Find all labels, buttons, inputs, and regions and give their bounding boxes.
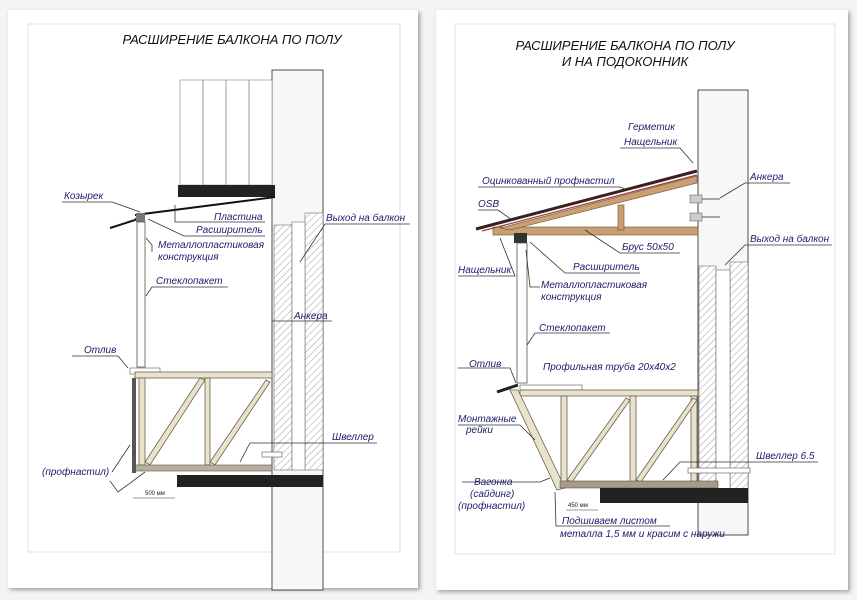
label-metall-1: Металлопластиковая bbox=[158, 240, 265, 251]
label-shveller-r: Швеллер 6.5 bbox=[756, 451, 815, 462]
right-title-1: РАСШИРЕНИЕ БАЛКОНА ПО ПОЛУ bbox=[516, 38, 737, 53]
label-steklopaket: Стеклопакет bbox=[156, 276, 223, 287]
label-truba: Профильная труба 20х40х2 bbox=[543, 361, 676, 373]
label-germetik: Герметик bbox=[628, 122, 676, 133]
label-osb: OSB bbox=[478, 199, 499, 210]
label-rasshiritel: Расширитель bbox=[196, 225, 263, 236]
label-otliv-r: Отлив bbox=[469, 359, 501, 370]
label-ankera: Анкера bbox=[293, 311, 328, 322]
label-vagonka-3: (профнастил) bbox=[458, 500, 525, 512]
label-kozyrek: Козырек bbox=[64, 191, 104, 202]
label-vagonka-1: Вагонка bbox=[474, 477, 513, 488]
label-nashchelnik-top: Нащельник bbox=[624, 137, 678, 148]
label-plastina: Пластина bbox=[214, 212, 263, 223]
right-title-2: И НА ПОДОКОННИК bbox=[562, 54, 690, 69]
label-brus: Брус 50х50 bbox=[622, 242, 674, 253]
left-panel: РАСШИРЕНИЕ БАЛКОНА ПО ПОЛУ 500 мм Козыре… bbox=[8, 10, 418, 591]
label-vagonka-2: (сайдинг) bbox=[470, 489, 514, 500]
label-nashchelnik-left: Нащельник bbox=[458, 265, 512, 276]
label-profnastil: (профнастил) bbox=[42, 466, 109, 478]
label-montazh-2: рейки bbox=[465, 425, 493, 436]
left-title: РАСШИРЕНИЕ БАЛКОНА ПО ПОЛУ bbox=[123, 32, 344, 47]
label-metall-r-2: конструкция bbox=[541, 292, 602, 303]
label-otliv: Отлив bbox=[84, 345, 116, 356]
left-dimension: 500 мм bbox=[145, 491, 165, 497]
label-montazh-1: Монтажные bbox=[458, 414, 517, 425]
label-vyhod-r: Выход на балкон bbox=[750, 233, 830, 245]
label-ocinkovanny: Оцинкованный профнастил bbox=[482, 175, 615, 187]
label-vyhod: Выход на балкон bbox=[326, 212, 406, 224]
label-podshivaem-2: металла 1,5 мм и красим с наружи bbox=[560, 529, 725, 540]
label-metall-r-1: Металлопластиковая bbox=[541, 280, 648, 291]
label-ankera-r: Анкера bbox=[749, 172, 784, 183]
right-dimension: 450 мм bbox=[568, 503, 588, 509]
right-panel: РАСШИРЕНИЕ БАЛКОНА ПО ПОЛУ И НА ПОДОКОНН… bbox=[436, 10, 848, 590]
label-rasshiritel-r: Расширитель bbox=[573, 262, 640, 273]
label-podshivaem-1: Подшиваем листом bbox=[562, 516, 657, 527]
label-shveller: Швеллер bbox=[332, 432, 374, 443]
label-metall-2: конструкция bbox=[158, 252, 219, 263]
label-steklopaket-r: Стеклопакет bbox=[539, 323, 606, 334]
